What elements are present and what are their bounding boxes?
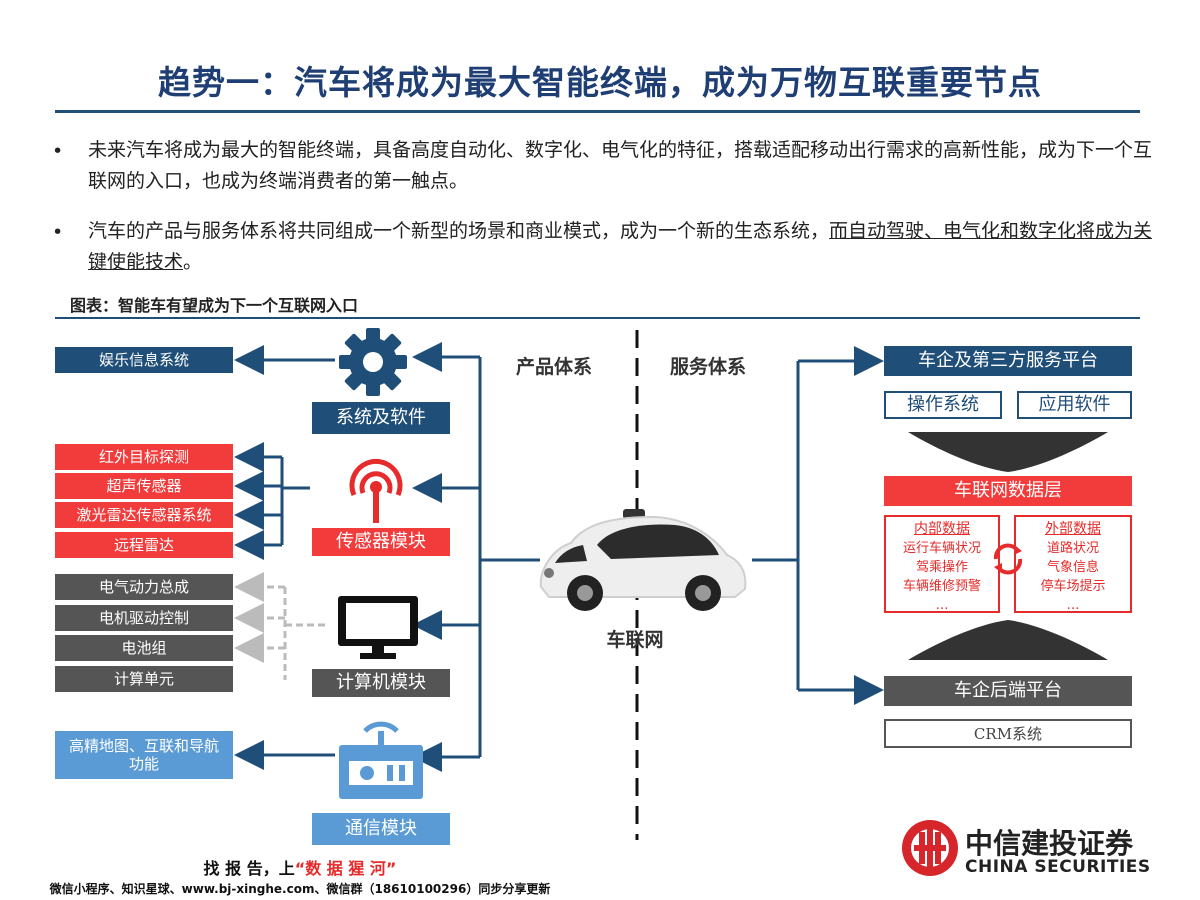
left-item-sensor: 远程雷达	[55, 532, 233, 558]
module-system-software: 系统及软件	[312, 402, 450, 434]
figure-divider	[55, 317, 1140, 319]
internal-data-item: 运行车辆状况	[902, 541, 981, 556]
sensor-signal-icon	[349, 458, 403, 523]
left-item-computer: 电气动力总成	[55, 574, 233, 600]
internal-data-title: 内部数据	[914, 521, 970, 537]
figure-label: 图表：智能车有望成为下一个互联网入口	[70, 296, 359, 315]
crm-system-box: CRM系统	[884, 719, 1132, 748]
monitor-icon	[338, 596, 418, 659]
bullet-text-2-end: 。	[183, 251, 203, 273]
exchange-cycle-icon	[993, 543, 1023, 575]
external-data-item: 道路状况	[1046, 541, 1099, 556]
footer-channels: 微信小程序、知识星球、www.bj-xinghe.com、微信群（1861010…	[49, 882, 551, 896]
center-label-iov: 车联网	[606, 629, 664, 651]
section-label-service: 服务体系	[670, 356, 747, 378]
title-divider	[55, 110, 1140, 113]
left-item-computer: 计算单元	[55, 666, 233, 692]
gear-icon	[339, 328, 407, 396]
section-label-product: 产品体系	[516, 356, 593, 378]
communication-device-icon	[339, 721, 423, 799]
internal-data-box: 内部数据 运行车辆状况 驾乘操作 车辆维修预警 …	[884, 515, 1000, 613]
os-box: 操作系统	[884, 391, 1002, 419]
internal-data-item: 驾乘操作	[915, 560, 968, 575]
bullet-text-1: 未来汽车将成为最大的智能终端，具备高度自动化、数字化、电气化的特征，搭载适配移动…	[88, 139, 1153, 192]
left-item-navigation: 高精地图、互联和导航功能	[55, 731, 233, 779]
down-funnel-shape	[908, 432, 1108, 472]
data-layer-box: 车联网数据层	[884, 476, 1132, 506]
external-data-title: 外部数据	[1045, 521, 1101, 537]
left-item-sensor: 超声传感器	[55, 473, 233, 499]
page-title: 趋势一：汽车将成为最大智能终端，成为万物互联重要节点	[158, 63, 1042, 102]
external-data-item: …	[1066, 598, 1080, 613]
module-sensor: 传感器模块	[312, 528, 450, 556]
bullet-text-2: 汽车的产品与服务体系将共同组成一个新型的场景和商业模式，成为一个新的生态系统，而…	[88, 216, 1163, 278]
car-icon	[539, 509, 747, 611]
module-computer: 计算机模块	[312, 669, 450, 697]
module-communication: 通信模块	[312, 813, 450, 845]
footer-promo-prefix: 找 报 告，上	[203, 859, 295, 878]
bullet-marker: •	[52, 140, 64, 162]
logo-text-en: CHINA SECURITIES	[965, 857, 1151, 877]
external-data-item: 停车场提示	[1040, 579, 1106, 594]
footer-promo-highlight: “数 据 猩 河”	[294, 859, 397, 878]
external-data-item: 气象信息	[1046, 560, 1099, 575]
bullet-text-2-plain: 汽车的产品与服务体系将共同组成一个新型的场景和商业模式，成为一个新的生态系统，	[88, 220, 830, 242]
app-software-box: 应用软件	[1017, 391, 1132, 419]
left-item-sensor: 激光雷达传感器系统	[55, 502, 233, 528]
left-item-entertainment: 娱乐信息系统	[55, 347, 233, 373]
left-item-computer: 电机驱动控制	[55, 605, 233, 631]
bullet-marker: •	[52, 221, 64, 243]
footer-promo: 找 报 告，上“数 据 猩 河”	[0, 855, 600, 879]
left-item-computer: 电池组	[55, 635, 233, 661]
left-item-sensor: 红外目标探测	[55, 444, 233, 470]
china-securities-logo-icon	[902, 820, 958, 876]
up-funnel-shape	[908, 620, 1108, 660]
bullet-text-2-underlined: 而自动驾驶、电气化和数字化将成为关键使能技术	[88, 220, 1153, 273]
backend-platform-box: 车企后端平台	[884, 676, 1132, 706]
internal-data-item: 车辆维修预警	[902, 579, 981, 594]
external-data-box: 外部数据 道路状况 气象信息 停车场提示 …	[1014, 515, 1132, 613]
platform-box: 车企及第三方服务平台	[884, 346, 1132, 376]
logo-text-cn: 中信建投证券	[965, 827, 1134, 860]
internal-data-item: …	[935, 598, 949, 613]
